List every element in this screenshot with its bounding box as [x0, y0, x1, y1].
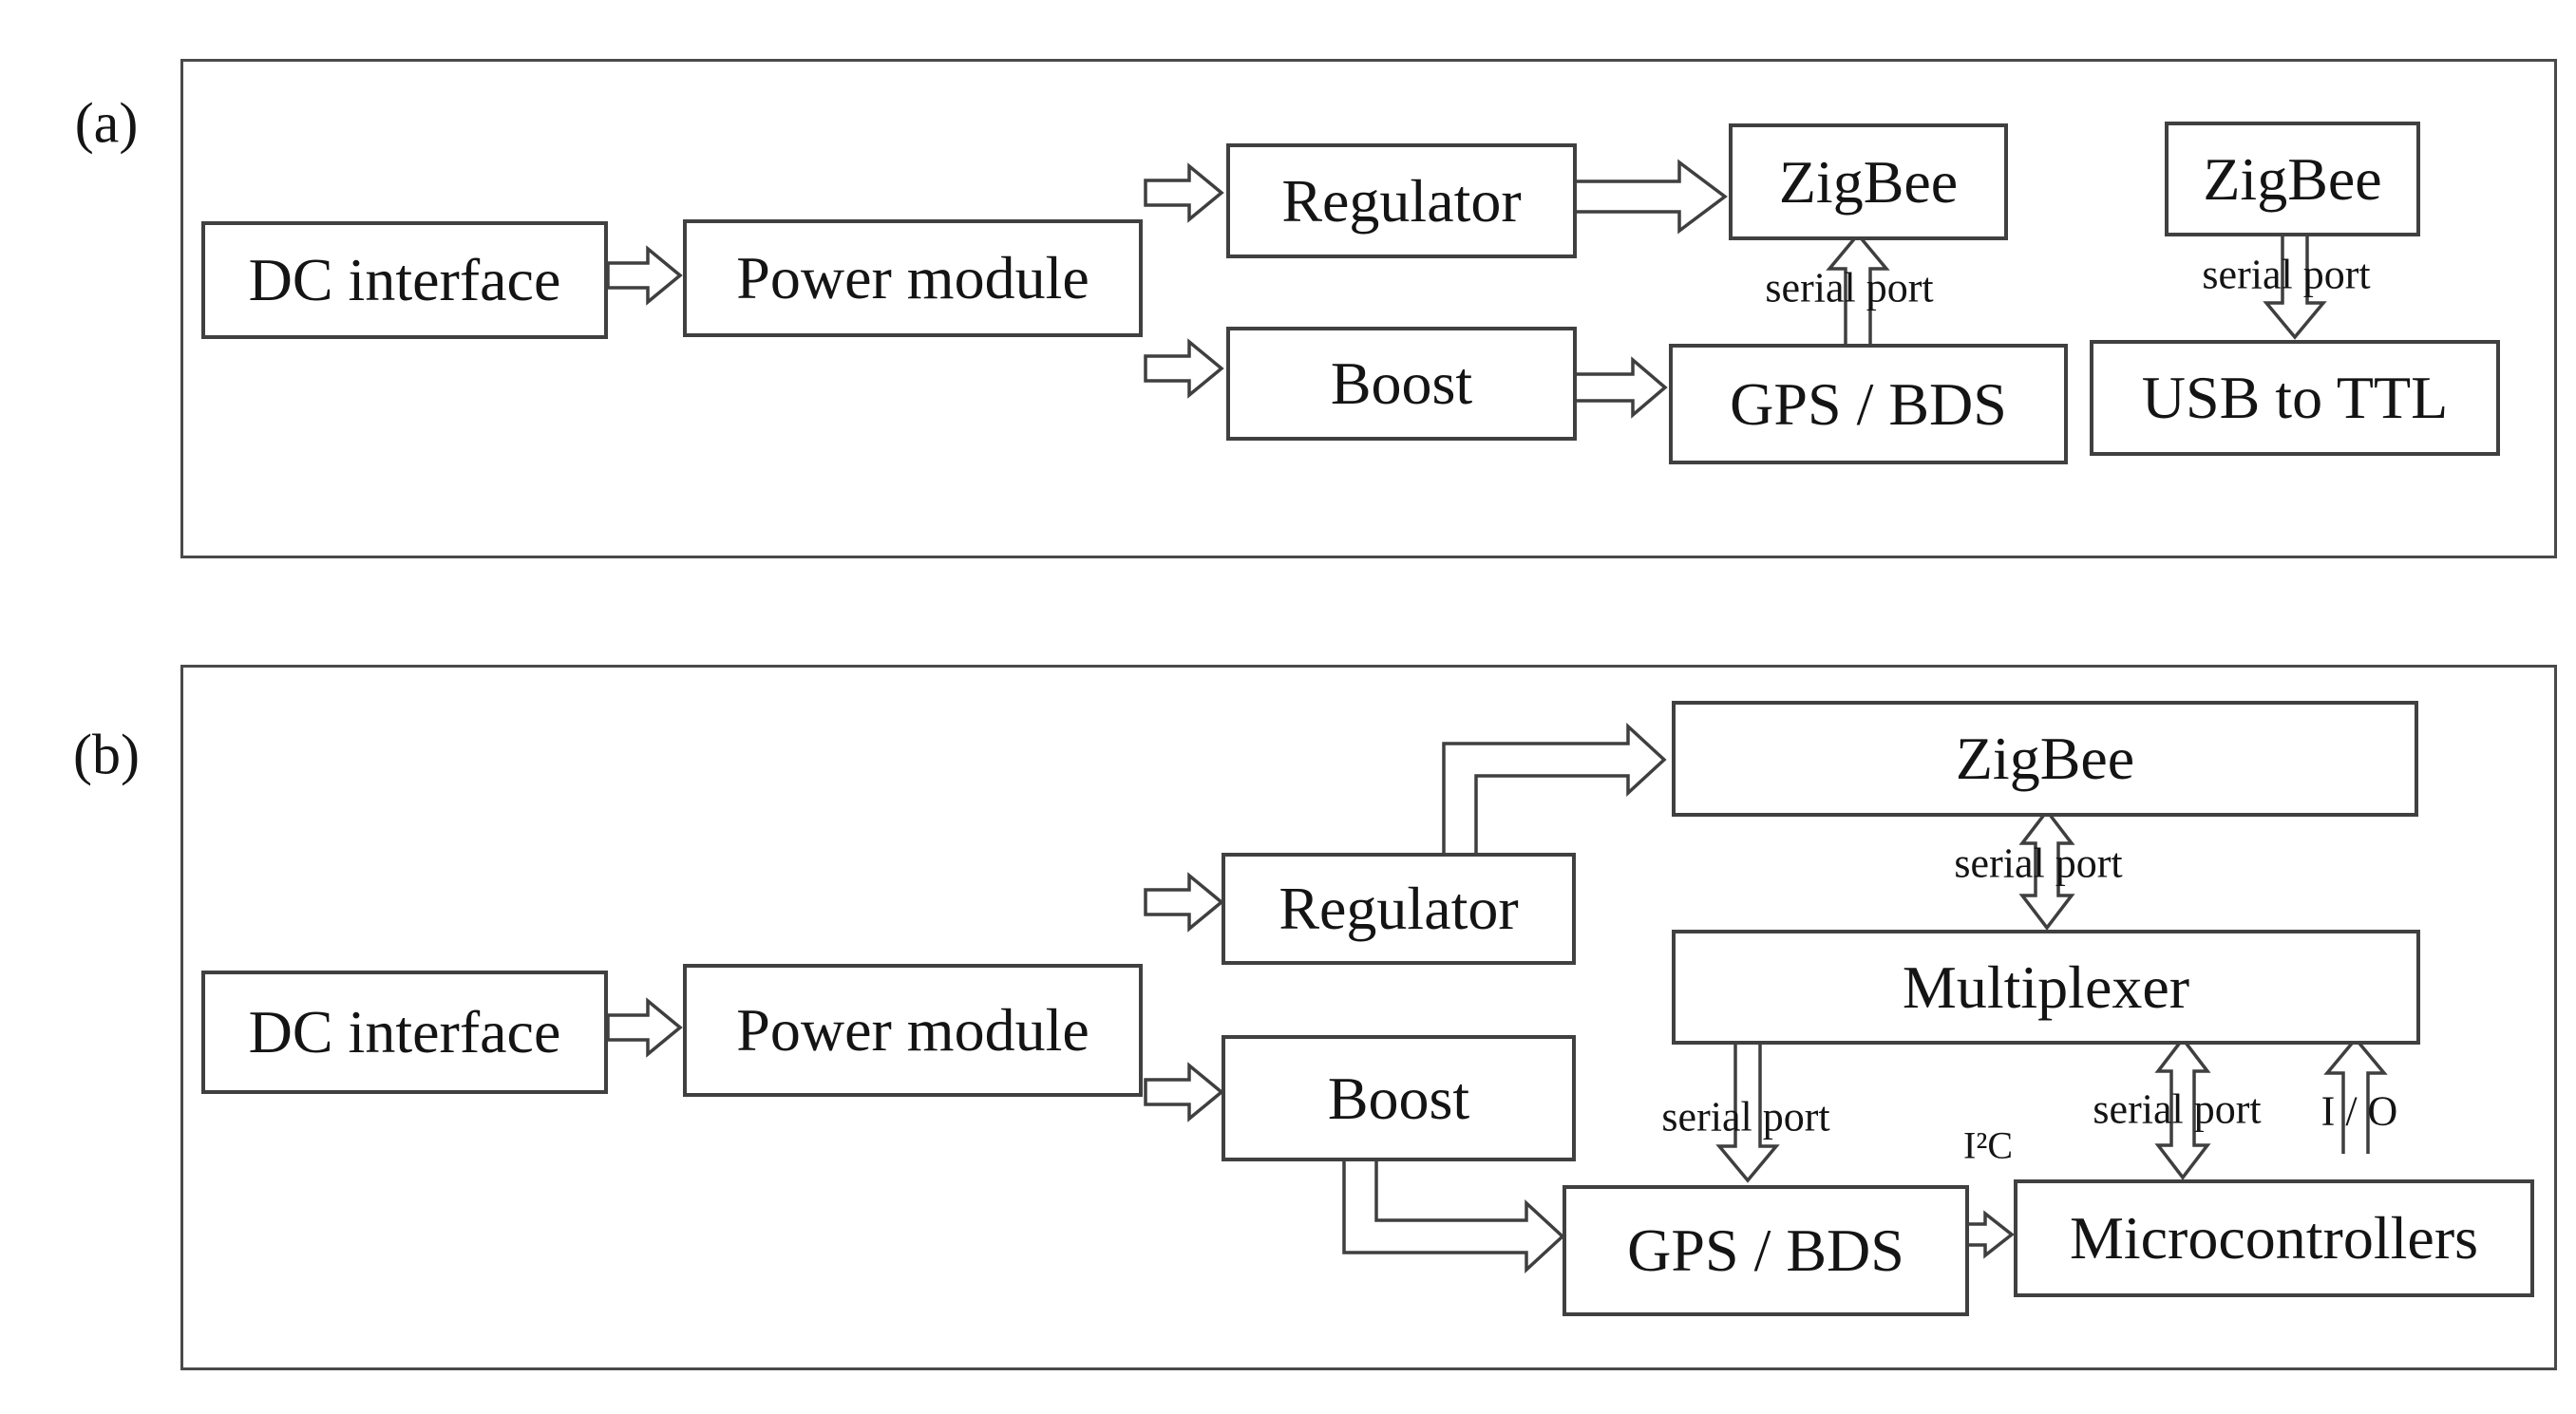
arrow-serial-mux-micro-b — [2154, 1036, 2211, 1180]
panel-a-frame — [180, 59, 2557, 558]
box-power-module-a: Power module — [683, 219, 1143, 337]
box-usb-to-ttl-a: USB to TTL — [2090, 340, 2500, 456]
box-zigbee-right-a: ZigBee — [2165, 122, 2420, 236]
arrow-elbow-boost-to-gps-b — [1342, 1154, 1565, 1273]
box-gps-bds-b: GPS / BDS — [1563, 1185, 1969, 1316]
arrow-serial-zigbee-mux-b — [2018, 808, 2075, 931]
arrow-elbow-regulator-to-zigbee-b — [1442, 723, 1667, 853]
label-io-b: I / O — [2320, 1087, 2398, 1135]
arrow-boost-to-gps-a — [1571, 356, 1668, 419]
panel-b-frame — [180, 665, 2557, 1370]
box-regulator-a: Regulator — [1226, 143, 1577, 258]
arrow-dc-to-power-b — [606, 997, 683, 1058]
label-serial-port-b3: serial port — [2093, 1085, 2262, 1133]
panel-b-label: (b) — [73, 723, 140, 786]
arrow-power-to-boost-b — [1144, 1062, 1224, 1122]
label-i2c-b: I²C — [1963, 1123, 2013, 1167]
label-serial-port-a1: serial port — [1765, 264, 1934, 311]
box-dc-interface-b: DC interface — [201, 971, 608, 1094]
box-multiplexer-b: Multiplexer — [1672, 930, 2420, 1045]
arrow-power-to-regulator-b — [1144, 872, 1224, 933]
arrow-power-to-regulator-a — [1144, 162, 1224, 223]
panel-a-label: (a) — [74, 91, 139, 155]
arrow-regulator-to-zigbee-a — [1571, 159, 1728, 235]
label-serial-port-b1: serial port — [1954, 839, 2123, 887]
label-serial-port-a2: serial port — [2202, 251, 2371, 298]
box-zigbee-left-a: ZigBee — [1729, 123, 2008, 240]
box-dc-interface-a: DC interface — [201, 221, 608, 339]
arrow-serial-zigbee-to-usb-a — [2263, 231, 2327, 340]
box-boost-b: Boost — [1222, 1035, 1576, 1161]
label-serial-port-b2: serial port — [1661, 1093, 1830, 1141]
arrow-power-to-boost-a — [1144, 338, 1224, 399]
box-gps-bds-a: GPS / BDS — [1669, 344, 2068, 464]
arrow-dc-to-power-a — [606, 245, 683, 306]
box-regulator-b: Regulator — [1222, 853, 1576, 965]
arrow-i2c-gps-to-micro-b — [1962, 1210, 2015, 1259]
arrow-serial-mux-to-gps-b — [1715, 1039, 1780, 1183]
box-microcontrollers-b: Microcontrollers — [2014, 1179, 2534, 1297]
box-boost-a: Boost — [1226, 327, 1577, 441]
box-power-module-b: Power module — [683, 964, 1143, 1097]
box-zigbee-b: ZigBee — [1672, 701, 2418, 817]
